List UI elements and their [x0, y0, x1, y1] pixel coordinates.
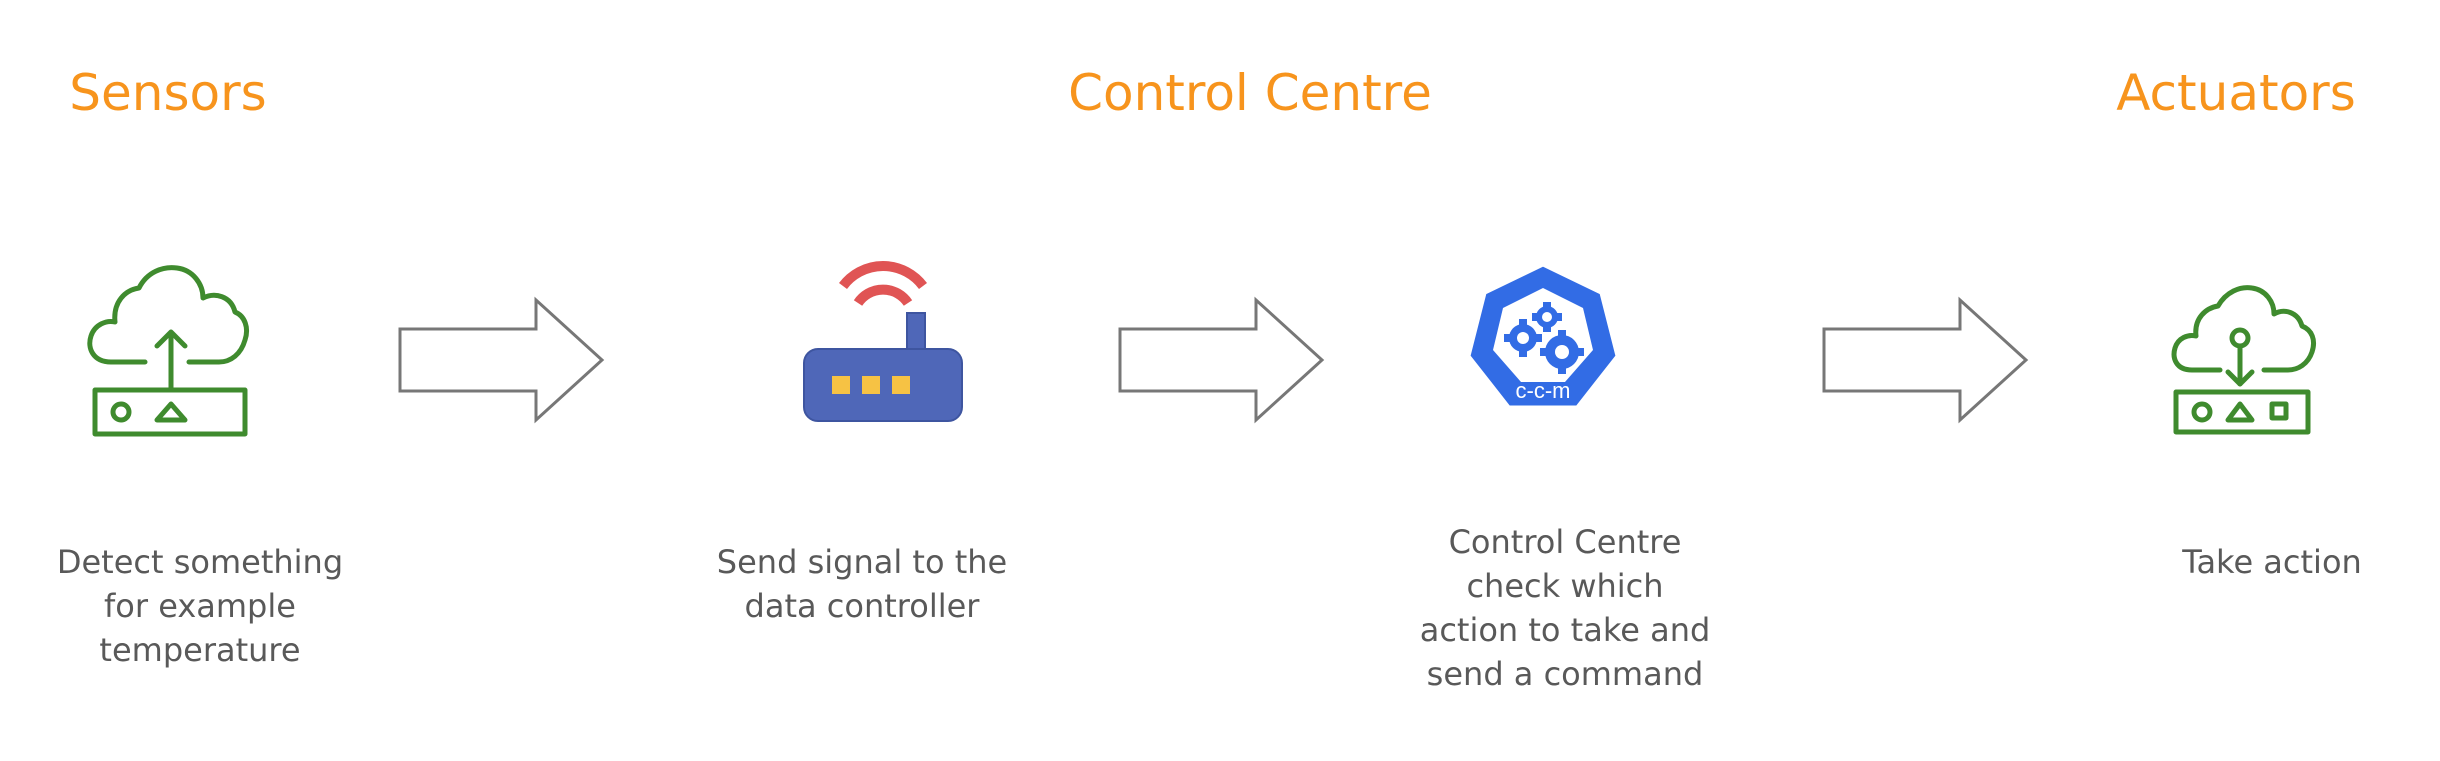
heading-sensors: Sensors	[69, 64, 267, 122]
caption-control-line-1: Control Centre	[1448, 523, 1682, 561]
cloud-upload-device-icon	[87, 265, 250, 437]
caption-router-line-1: Send signal to the	[716, 543, 1008, 581]
caption-router-line-2: data controller	[744, 587, 980, 625]
heading-actuators: Actuators	[2116, 64, 2356, 122]
caption-actuator: Take action	[2182, 540, 2362, 584]
heading-control-centre: Control Centre	[1068, 64, 1432, 122]
caption-control-line-2: check which	[1466, 567, 1664, 605]
caption-sensor-line-2: for example	[104, 587, 296, 625]
caption-sensor-line-3: temperature	[99, 631, 301, 669]
flow-arrow-2	[1118, 296, 1325, 424]
controller-manager-label: c-c-m	[1515, 378, 1571, 403]
caption-control-line-3: action to take and	[1419, 611, 1711, 649]
cloud-download-device-icon	[2171, 285, 2317, 435]
controller-manager-icon	[1467, 263, 1619, 409]
controller-manager-badge: c-c-m	[1465, 262, 1621, 420]
flow-arrow-1	[398, 296, 605, 424]
wifi-router-icon	[803, 261, 963, 422]
caption-router: Send signal to the data controller	[717, 540, 1007, 628]
caption-control-line-4: send a command	[1426, 655, 1704, 693]
flow-arrow-3	[1822, 296, 2029, 424]
caption-sensor-line-1: Detect something	[56, 543, 344, 581]
caption-sensor: Detect something for example temperature	[57, 540, 343, 672]
caption-control: Control Centre check which action to tak…	[1420, 520, 1711, 696]
caption-actuator-line-1: Take action	[2182, 543, 2362, 581]
